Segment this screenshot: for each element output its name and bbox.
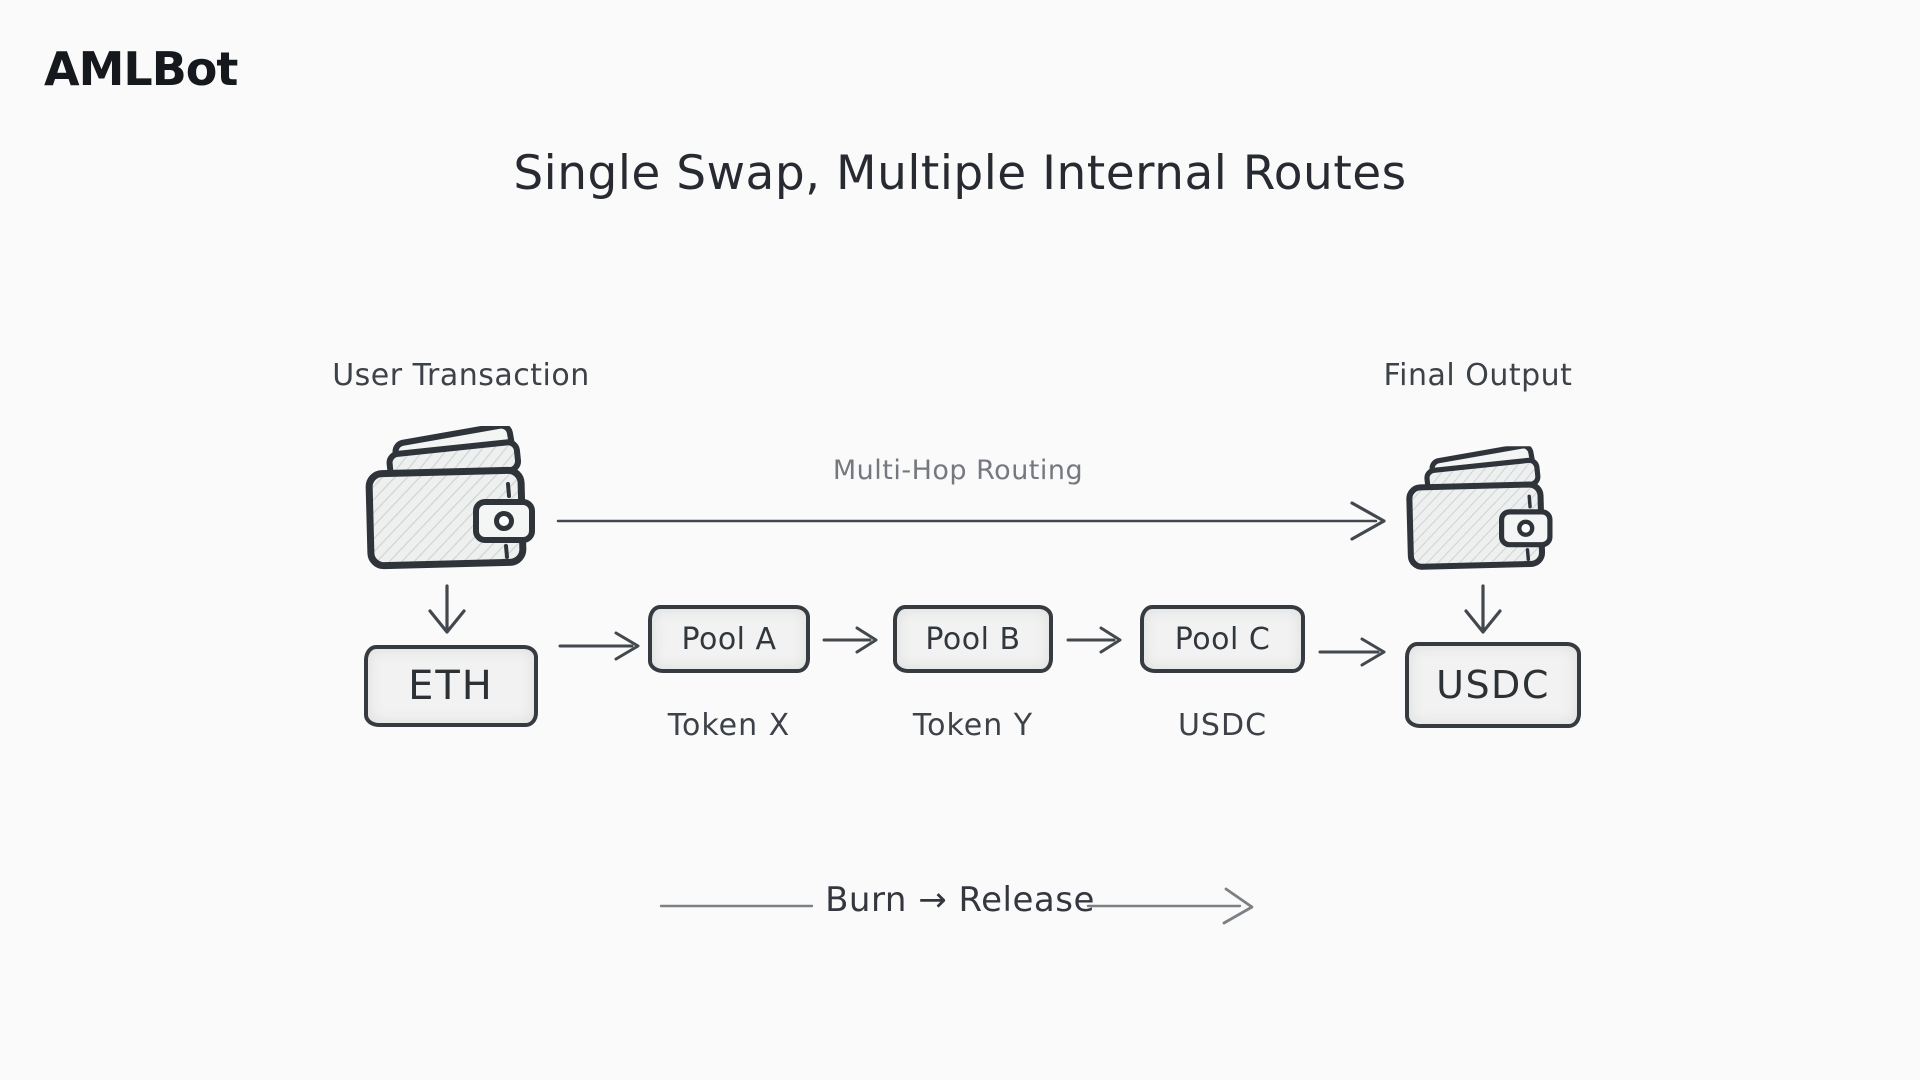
pool-b-token-label: Token Y bbox=[912, 708, 1034, 743]
user-wallet-icon bbox=[356, 426, 546, 576]
arrow-pool-a-to-pool-b bbox=[822, 626, 878, 654]
arrow-pool-c-to-usdc bbox=[1318, 637, 1386, 667]
down-arrow-right bbox=[1464, 584, 1502, 634]
pool-a-node: Pool A bbox=[648, 605, 810, 673]
pool-b-label: Pool B bbox=[925, 621, 1021, 657]
final-wallet-icon bbox=[1398, 446, 1562, 576]
page-title: Single Swap, Multiple Internal Routes bbox=[513, 146, 1407, 201]
pool-b-node: Pool B bbox=[893, 605, 1053, 673]
arrow-eth-to-pool-a bbox=[558, 631, 640, 661]
pool-c-label: Pool C bbox=[1174, 621, 1271, 657]
multi-hop-arrow bbox=[556, 501, 1386, 541]
brand-logo: AMLBot bbox=[44, 42, 238, 96]
arrow-pool-b-to-pool-c bbox=[1066, 626, 1122, 654]
pool-a-label: Pool A bbox=[681, 621, 777, 657]
usdc-node-label: USDC bbox=[1436, 663, 1550, 707]
eth-node: ETH bbox=[364, 645, 538, 727]
pool-a-token-label: Token X bbox=[667, 708, 791, 743]
user-transaction-label: User Transaction bbox=[332, 358, 590, 393]
final-output-label: Final Output bbox=[1383, 358, 1573, 393]
multi-hop-routing-label: Multi-Hop Routing bbox=[832, 455, 1084, 486]
eth-node-label: ETH bbox=[408, 663, 494, 709]
usdc-node: USDC bbox=[1405, 642, 1581, 728]
burn-release-label: Burn → Release bbox=[825, 880, 1095, 920]
down-arrow-left bbox=[428, 584, 466, 634]
pool-c-node: Pool C bbox=[1140, 605, 1305, 673]
pool-c-token-label: USDC bbox=[1177, 708, 1268, 743]
